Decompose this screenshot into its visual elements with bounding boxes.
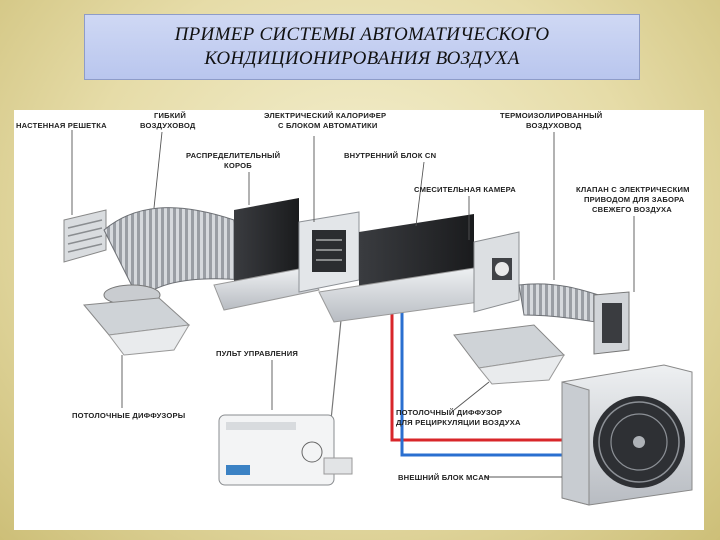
label-wall-grille: НАСТЕННАЯ РЕШЕТКА <box>16 121 107 130</box>
hvac-diagram: НАСТЕННАЯ РЕШЕТКА ГИБКИЙ ВОЗДУХОВОД ЭЛЕК… <box>16 111 693 506</box>
diagram-panel: НАСТЕННАЯ РЕШЕТКА ГИБКИЙ ВОЗДУХОВОД ЭЛЕК… <box>14 110 704 530</box>
label-recirc-2: ДЛЯ РЕЦИРКУЛЯЦИИ ВОЗДУХА <box>396 418 521 427</box>
label-insulated-2: ВОЗДУХОВОД <box>526 121 582 130</box>
label-valve-2: ПРИВОДОМ ДЛЯ ЗАБОРА <box>584 195 685 204</box>
title-line-2: КОНДИЦИОНИРОВАНИЯ ВОЗДУХА <box>204 48 520 69</box>
label-heater-1: ЭЛЕКТРИЧЕСКИЙ КАЛОРИФЕР <box>264 111 386 120</box>
control-panel <box>218 414 353 486</box>
mixing-chamber <box>473 231 520 313</box>
wall-grille <box>63 209 107 263</box>
indoor-unit <box>318 214 495 323</box>
label-indoor-unit: ВНУТРЕННИЙ БЛОК CN <box>344 151 436 160</box>
label-flex-duct-2: ВОЗДУХОВОД <box>140 121 196 130</box>
label-flex-duct-1: ГИБКИЙ <box>154 111 186 120</box>
label-insulated-1: ТЕРМОИЗОЛИРОВАННЫЙ <box>500 111 602 120</box>
distribution-box <box>213 198 320 311</box>
electric-heater <box>298 211 360 293</box>
label-outdoor-unit: ВНЕШНИЙ БЛОК MCAN <box>398 473 490 482</box>
label-control-panel: ПУЛЬТ УПРАВЛЕНИЯ <box>216 349 298 358</box>
ceiling-diffuser-left <box>83 297 191 356</box>
outdoor-unit <box>561 364 693 506</box>
label-distribution-1: РАСПРЕДЕЛИТЕЛЬНЫЙ <box>186 151 280 160</box>
title-box: ПРИМЕР СИСТЕМЫ АВТОМАТИЧЕСКОГО КОНДИЦИОН… <box>84 14 640 80</box>
label-distribution-2: КОРОБ <box>224 161 252 170</box>
label-mixing-chamber: СМЕСИТЕЛЬНАЯ КАМЕРА <box>414 185 516 194</box>
label-valve-1: КЛАПАН С ЭЛЕКТРИЧЕСКИМ <box>576 185 690 194</box>
fresh-air-valve <box>593 291 630 355</box>
title-line-1: ПРИМЕР СИСТЕМЫ АВТОМАТИЧЕСКОГО <box>174 24 550 45</box>
label-valve-3: СВЕЖЕГО ВОЗДУХА <box>592 205 672 214</box>
label-ceiling-diffusers: ПОТОЛОЧНЫЕ ДИФФУЗОРЫ <box>72 411 185 420</box>
label-recirc-1: ПОТОЛОЧНЫЙ ДИФФУЗОР <box>396 408 502 417</box>
recirculation-diffuser <box>453 324 566 385</box>
labels: НАСТЕННАЯ РЕШЕТКА ГИБКИЙ ВОЗДУХОВОД ЭЛЕК… <box>16 111 690 482</box>
leader-lines <box>71 130 635 478</box>
label-heater-2: С БЛОКОМ АВТОМАТИКИ <box>278 121 378 130</box>
